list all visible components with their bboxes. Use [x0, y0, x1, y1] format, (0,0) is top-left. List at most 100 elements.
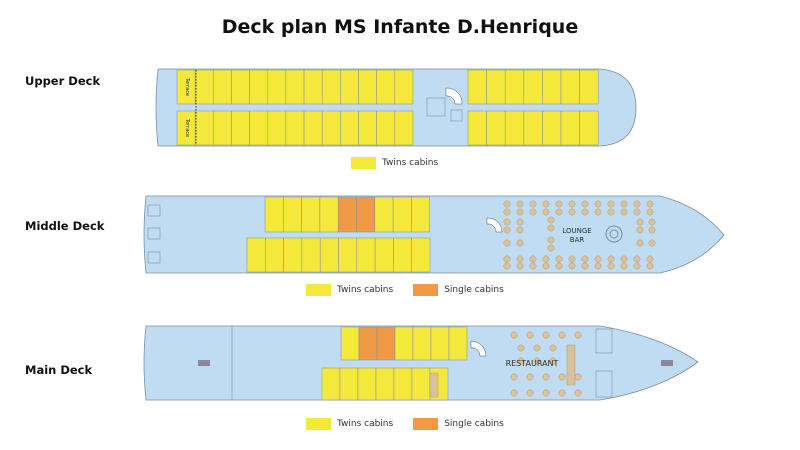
service-room — [595, 328, 613, 354]
bar-label: BAR — [570, 236, 585, 244]
table — [555, 255, 563, 263]
twin-cabin — [267, 69, 287, 105]
table — [517, 344, 525, 352]
twin-cabin — [338, 237, 358, 273]
page-title: Deck plan MS Infante D.Henrique — [221, 16, 579, 38]
single-cabin — [358, 326, 378, 361]
twin-cabin — [303, 69, 323, 105]
twin-cabin — [249, 110, 269, 146]
table — [555, 208, 563, 216]
table — [568, 200, 576, 208]
table — [510, 373, 518, 381]
table — [516, 262, 524, 270]
table — [503, 208, 511, 216]
table — [636, 226, 644, 234]
table — [526, 389, 534, 397]
restaurant-label: RESTAURANT — [506, 359, 559, 368]
table — [636, 239, 644, 247]
twin-cabin — [560, 110, 580, 146]
twin-cabin — [376, 110, 396, 146]
staircase — [470, 340, 487, 357]
table — [555, 200, 563, 208]
table — [510, 331, 518, 339]
twin-cabin — [392, 196, 412, 233]
twin-swatch — [351, 157, 376, 169]
window-box — [147, 251, 161, 264]
table — [529, 262, 537, 270]
table — [620, 262, 628, 270]
middle-legend: Twins cabins Single cabins — [306, 284, 524, 296]
legend-label: Single cabins — [444, 419, 504, 429]
table — [503, 255, 511, 263]
twin-cabin — [394, 69, 414, 105]
window-box — [147, 227, 161, 240]
twin-cabin — [321, 69, 341, 105]
table — [620, 208, 628, 216]
table — [620, 200, 628, 208]
table — [547, 216, 555, 224]
table — [542, 255, 550, 263]
lounge-label: LOUNGE — [562, 227, 591, 235]
buffet — [429, 372, 439, 398]
twin-cabin — [430, 326, 450, 361]
twin-cabin — [374, 237, 394, 273]
legend-label: Single cabins — [444, 285, 504, 295]
twin-cabin — [231, 110, 250, 146]
table — [558, 373, 566, 381]
upper-deck-label: Upper Deck — [25, 74, 101, 88]
staircase — [445, 87, 463, 105]
table — [648, 226, 656, 234]
table — [542, 373, 550, 381]
table — [648, 239, 656, 247]
table — [547, 236, 555, 244]
twin-cabin — [213, 110, 232, 146]
table — [646, 208, 654, 216]
table — [555, 262, 563, 270]
table — [574, 373, 582, 381]
twin-cabin — [394, 110, 414, 146]
twin-cabin — [356, 237, 376, 273]
twin-cabin — [249, 69, 269, 105]
table — [542, 262, 550, 270]
table — [607, 200, 615, 208]
table — [581, 262, 589, 270]
twin-cabin — [340, 326, 360, 361]
twin-cabin — [264, 196, 284, 233]
table — [549, 357, 557, 365]
twin-cabin — [285, 69, 305, 105]
table — [594, 200, 602, 208]
twin-cabin — [374, 196, 394, 233]
table — [547, 224, 555, 232]
table — [568, 262, 576, 270]
table — [568, 208, 576, 216]
table — [574, 331, 582, 339]
buffet — [566, 344, 576, 386]
table — [533, 344, 541, 352]
table — [607, 208, 615, 216]
table — [529, 208, 537, 216]
twin-cabin — [339, 367, 359, 401]
table — [516, 255, 524, 263]
twin-cabin — [301, 237, 321, 273]
twin-cabin — [467, 110, 487, 146]
single-cabin — [356, 196, 376, 233]
twin-cabin — [542, 69, 562, 105]
hatch — [198, 360, 210, 366]
twin-cabin — [358, 69, 377, 105]
twin-cabin — [265, 237, 284, 273]
table — [517, 357, 525, 365]
table — [568, 255, 576, 263]
twin-cabin — [303, 110, 323, 146]
table — [533, 357, 541, 365]
twin-cabin — [213, 69, 232, 105]
twin-cabin — [283, 237, 303, 273]
single-swatch — [413, 418, 439, 430]
table — [646, 200, 654, 208]
table — [526, 331, 534, 339]
single-cabin — [337, 196, 357, 233]
twin-cabin — [375, 367, 395, 401]
table — [549, 344, 557, 352]
table — [620, 255, 628, 263]
twin-cabin — [357, 367, 377, 401]
